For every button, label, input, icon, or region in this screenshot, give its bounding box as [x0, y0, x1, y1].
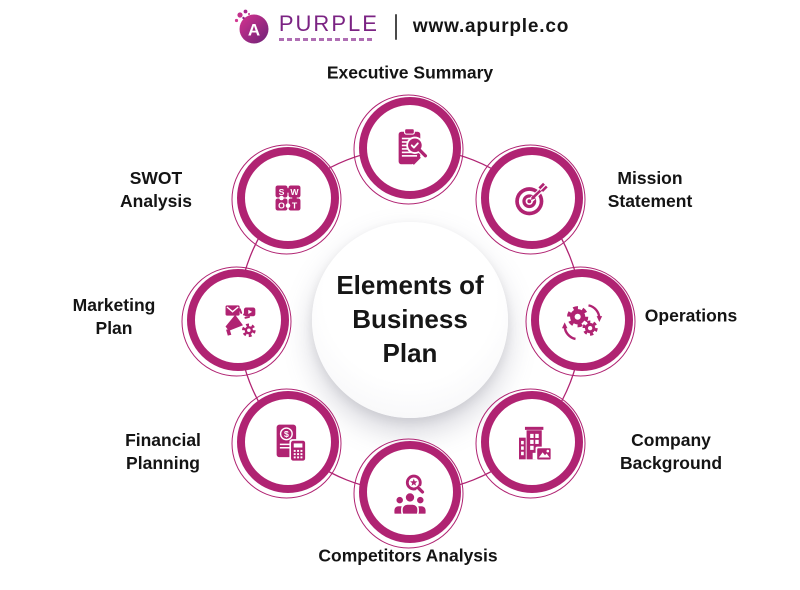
diagram-title: Elements of Business Plan: [336, 270, 484, 368]
label-operations: Operations: [644, 305, 738, 326]
node-competitors-analysis: [353, 437, 465, 549]
header-divider: [394, 14, 397, 40]
target-dart-icon: [515, 182, 548, 216]
node-financial-planning: $: [231, 387, 343, 499]
node-outer-ring: [525, 266, 636, 377]
node-company-background: [475, 387, 587, 499]
logo-letter: A: [248, 21, 260, 40]
swot-letter-s: S: [279, 187, 285, 197]
node-executive-summary: [353, 93, 465, 205]
node-outer-ring: [475, 388, 586, 499]
building-photo-icon: [519, 426, 553, 462]
people-search-icon: [389, 474, 431, 518]
node-inner-circle: [359, 97, 461, 199]
node-inner-circle: [531, 269, 633, 371]
clipboard-search-icon: [398, 128, 428, 166]
gears-sync-icon: [561, 304, 603, 341]
node-inner-circle: $: [237, 391, 339, 493]
swot-letter-o: O: [278, 200, 285, 210]
node-inner-circle: S W O T: [237, 147, 339, 249]
brand-logo: A PURPLE: [231, 6, 379, 48]
node-inner-circle: [187, 269, 289, 371]
node-outer-ring: [475, 144, 586, 255]
swot-puzzle-icon: S W O T: [275, 185, 301, 211]
website-url: www.apurple.co: [412, 16, 570, 37]
node-outer-ring: [181, 266, 292, 377]
brand-tagline-bar: [278, 38, 375, 41]
node-inner-circle: [359, 441, 461, 543]
node-inner-circle: [481, 147, 583, 249]
label-executive-summary: Executive Summary: [326, 62, 494, 83]
node-outer-ring: [353, 94, 464, 205]
label-financial-planning: Financial Planning: [125, 429, 201, 473]
label-mission-statement: Mission Statement: [607, 167, 693, 211]
node-marketing-plan: [181, 265, 293, 377]
node-mission-statement: [475, 143, 587, 255]
node-inner-circle: [481, 391, 583, 493]
label-marketing-plan: Marketing Plan: [72, 294, 156, 338]
swot-letter-w: W: [290, 187, 299, 197]
label-swot-analysis: SWOT Analysis: [120, 167, 192, 211]
node-outer-ring: [353, 438, 464, 549]
node-swot-analysis: S W O T: [231, 143, 343, 255]
finance-calculator-icon: $: [276, 424, 307, 463]
node-operations: [525, 265, 637, 377]
node-outer-ring: [231, 388, 342, 499]
header: A PURPLE www.apurple.co: [0, 6, 800, 48]
node-outer-ring: [231, 144, 342, 255]
swot-letter-t: T: [292, 200, 298, 210]
brand-name: PURPLE: [278, 11, 379, 36]
label-company-background: Company Background: [619, 429, 723, 473]
dollar-glyph: $: [284, 429, 289, 439]
megaphone-marketing-icon: [225, 305, 256, 338]
label-competitors-analysis: Competitors Analysis: [318, 545, 498, 566]
logo-mark-icon: A: [234, 9, 269, 44]
center-circle: Elements of Business Plan: [312, 222, 508, 418]
wordmark: PURPLE: [278, 11, 379, 41]
